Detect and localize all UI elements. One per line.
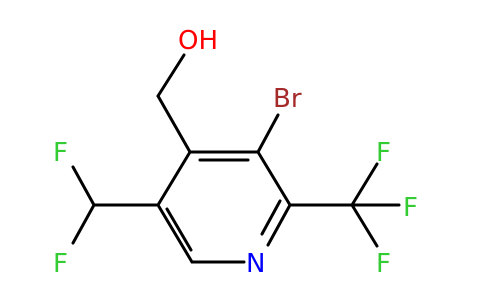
atom-label-f-cf3-top: F [376, 138, 391, 168]
atom-label-n: N [246, 249, 265, 279]
bond-c3-c2 [256, 150, 292, 207]
bond-cf3-f-top [350, 162, 379, 207]
bond-chf2-f-bottom [71, 203, 96, 245]
bond-c5-c4 [156, 150, 192, 207]
bond-cf3-f-bottom [350, 203, 379, 248]
bond-c6-c5-double [165, 207, 193, 252]
bond-chf2-f-top [71, 165, 96, 207]
bond-c2-n [266, 203, 292, 247]
bond-c2-n-double [260, 199, 282, 236]
atom-label-f-cf3-right: F [403, 193, 418, 223]
atom-label-oh: OH [178, 26, 218, 56]
atom-label-f-chf2-bottom: F [53, 249, 68, 279]
atom-label-br: Br [273, 84, 302, 114]
atom-label-f-chf2-top: F [53, 138, 68, 168]
atom-label-f-cf3-bottom: F [376, 249, 391, 279]
bond-c4-ch2 [156, 94, 192, 154]
bond-c3-br [256, 113, 280, 154]
bond-c6-c5 [156, 203, 194, 264]
bond-ch2-oh [156, 53, 186, 98]
